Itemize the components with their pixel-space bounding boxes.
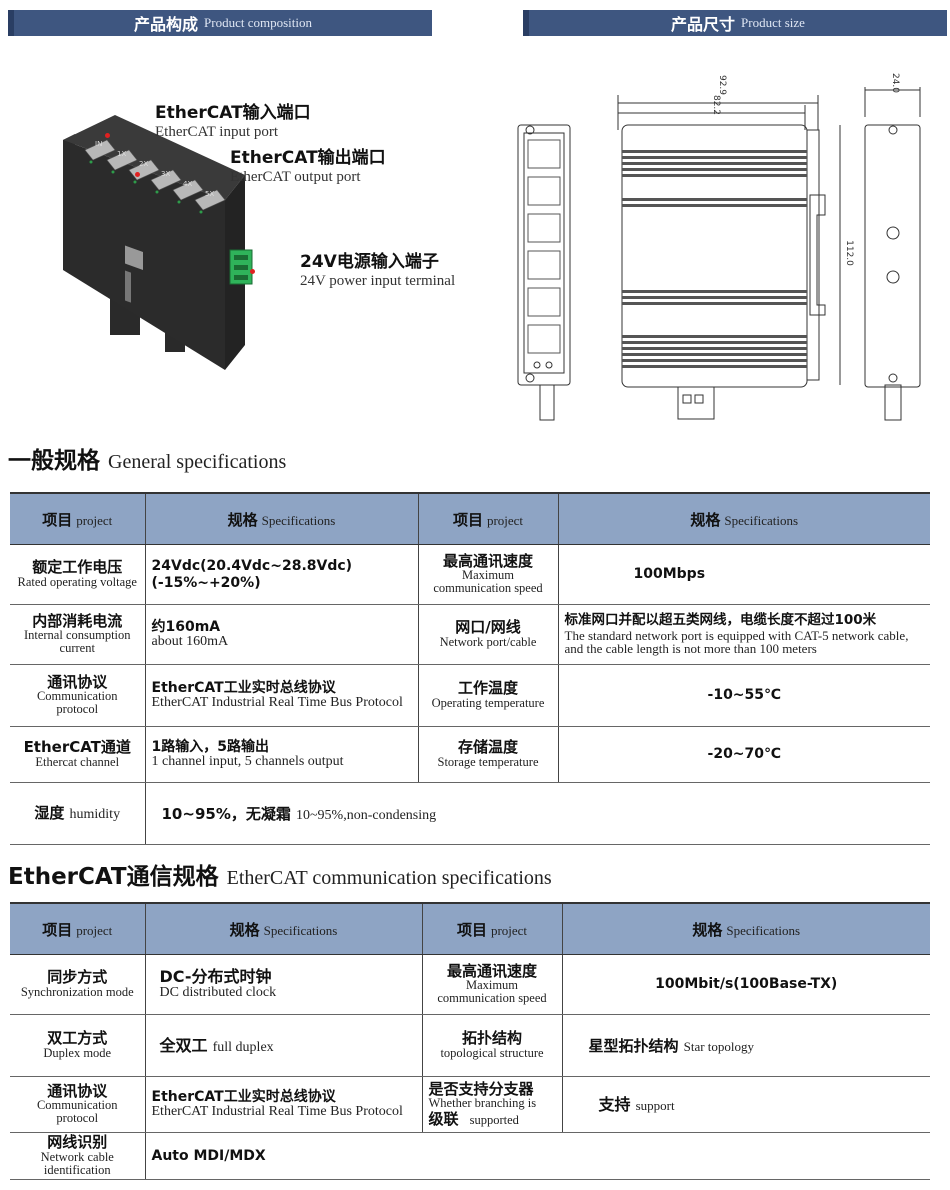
callout-en: EtherCAT input port	[155, 123, 279, 140]
dim-width-inner: 82.2	[711, 94, 722, 116]
row-value: 24Vdc(20.4Vdc~28.8Vdc)(-15%~+20%)	[145, 544, 419, 605]
title-en: EtherCAT communication specifications	[226, 867, 552, 889]
port-label: IN	[95, 140, 103, 148]
row-value: 100Mbps	[558, 544, 930, 605]
callout-input-port: EtherCAT输入端口 EtherCAT input port	[155, 103, 311, 141]
callout-en: 24V power input terminal	[300, 272, 456, 289]
banner-zh: 产品构成	[134, 15, 199, 34]
row-value: 100Mbit/s(100Base-TX)	[562, 954, 930, 1015]
port-label: 3X	[161, 170, 171, 178]
banner-en: Product composition	[204, 15, 312, 30]
row-value: -20~70℃	[558, 726, 930, 783]
dim-height: 112.0	[843, 240, 854, 266]
callout-output-port: EtherCAT输出端口 EtherCAT output port	[230, 148, 386, 186]
banner-en: Product size	[741, 15, 805, 30]
dim-depth: 24.0	[890, 72, 901, 94]
port-label: 1X	[117, 150, 127, 158]
row-value: 星型拓扑结构 Star topology	[562, 1014, 930, 1077]
row-value: 全双工 full duplex	[145, 1014, 423, 1077]
dim-width-outer: 92.9	[717, 74, 728, 96]
row-value: 10~95%，无凝霜 10~95%,non-condensing	[145, 782, 930, 845]
row-value: Auto MDI/MDX	[145, 1132, 930, 1180]
product-illustration	[63, 115, 253, 370]
row-label: 湿度 humidity	[10, 782, 146, 845]
port-label: 5X	[205, 190, 215, 198]
callout-dot-input	[105, 133, 110, 138]
banner-product-size: 产品尺寸 Product size	[523, 10, 947, 36]
title-zh: EtherCAT通信规格	[8, 864, 219, 890]
callout-en: EtherCAT output port	[230, 168, 361, 185]
title-en: General specifications	[108, 451, 287, 473]
general-specs-title: 一般规格 General specifications	[8, 441, 286, 475]
banner-zh: 产品尺寸	[671, 15, 736, 34]
banner-product-composition: 产品构成 Product composition	[8, 10, 432, 36]
port-label: 2X	[139, 160, 149, 168]
callout-power-terminal: 24V电源输入端子 24V power input terminal	[300, 252, 456, 290]
callout-zh: EtherCAT输入端口	[155, 103, 311, 123]
callout-zh: 24V电源输入端子	[300, 252, 439, 272]
ethercat-specs-title: EtherCAT通信规格 EtherCAT communication spec…	[8, 857, 552, 891]
table-row: 湿度 humidity 10~95%，无凝霜 10~95%,non-conden…	[10, 782, 930, 845]
row-label: 是否支持分支器 Whether branching is 级联 supporte…	[422, 1076, 563, 1133]
row-value: -10~55℃	[558, 664, 930, 727]
callout-dot-power	[250, 269, 255, 274]
callout-dot-output	[135, 172, 140, 177]
title-zh: 一般规格	[8, 448, 100, 474]
dimension-drawing	[517, 87, 921, 421]
row-value: 支持 support	[562, 1076, 930, 1133]
callout-zh: EtherCAT输出端口	[230, 148, 386, 168]
port-label: 4X	[183, 180, 193, 188]
